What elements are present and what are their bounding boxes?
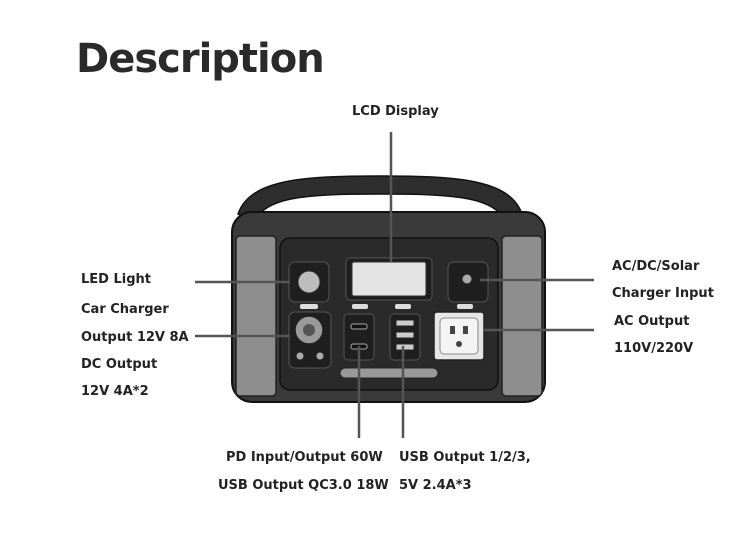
usb-port-1-icon [395,319,415,327]
label-pd-line2: USB Output QC3.0 18W [218,478,389,493]
usb-c-port-icon [350,323,368,330]
label-car-charger-line1: Car Charger [81,302,169,317]
lcd-screen [351,261,427,297]
dc-input-icon [461,273,473,285]
bottom-grip [339,367,439,379]
led-button [300,304,318,309]
pd-button [352,304,368,309]
label-led-light: LED Light [81,272,151,287]
left-side-panel [235,235,277,397]
right-side-panel [501,235,543,397]
page-title: Description [76,36,325,82]
ac-button [457,304,473,309]
led-light-icon [297,270,321,294]
label-usb-line1: USB Output 1/2/3, [399,450,531,465]
label-pd-line1: PD Input/Output 60W [226,450,383,465]
label-dc-output-line2: 12V 4A*2 [81,384,149,399]
usb-button [395,304,411,309]
ac-slot-left [450,326,455,334]
usb-port-3-icon [395,343,415,351]
car-charger-pin [303,324,315,336]
label-dc-output-line1: DC Output [81,357,158,372]
label-acdc-solar-line2: Charger Input [612,286,714,301]
label-lcd-display: LCD Display [352,104,439,119]
dc-port-2-icon [315,351,325,361]
ac-ground-slot [456,341,462,347]
ac-outlet-face [439,317,479,355]
label-car-charger-line2: Output 12V 8A [81,330,189,345]
usb-port-2-icon [395,331,415,339]
leader-lines [195,132,594,438]
label-ac-output-line1: AC Output [614,314,690,329]
ac-slot-right [463,326,468,334]
label-usb-line2: 5V 2.4A*3 [399,478,472,493]
dc-port-1-icon [295,351,305,361]
label-acdc-solar-line1: AC/DC/Solar [612,259,700,274]
label-ac-output-line2: 110V/220V [614,341,694,356]
